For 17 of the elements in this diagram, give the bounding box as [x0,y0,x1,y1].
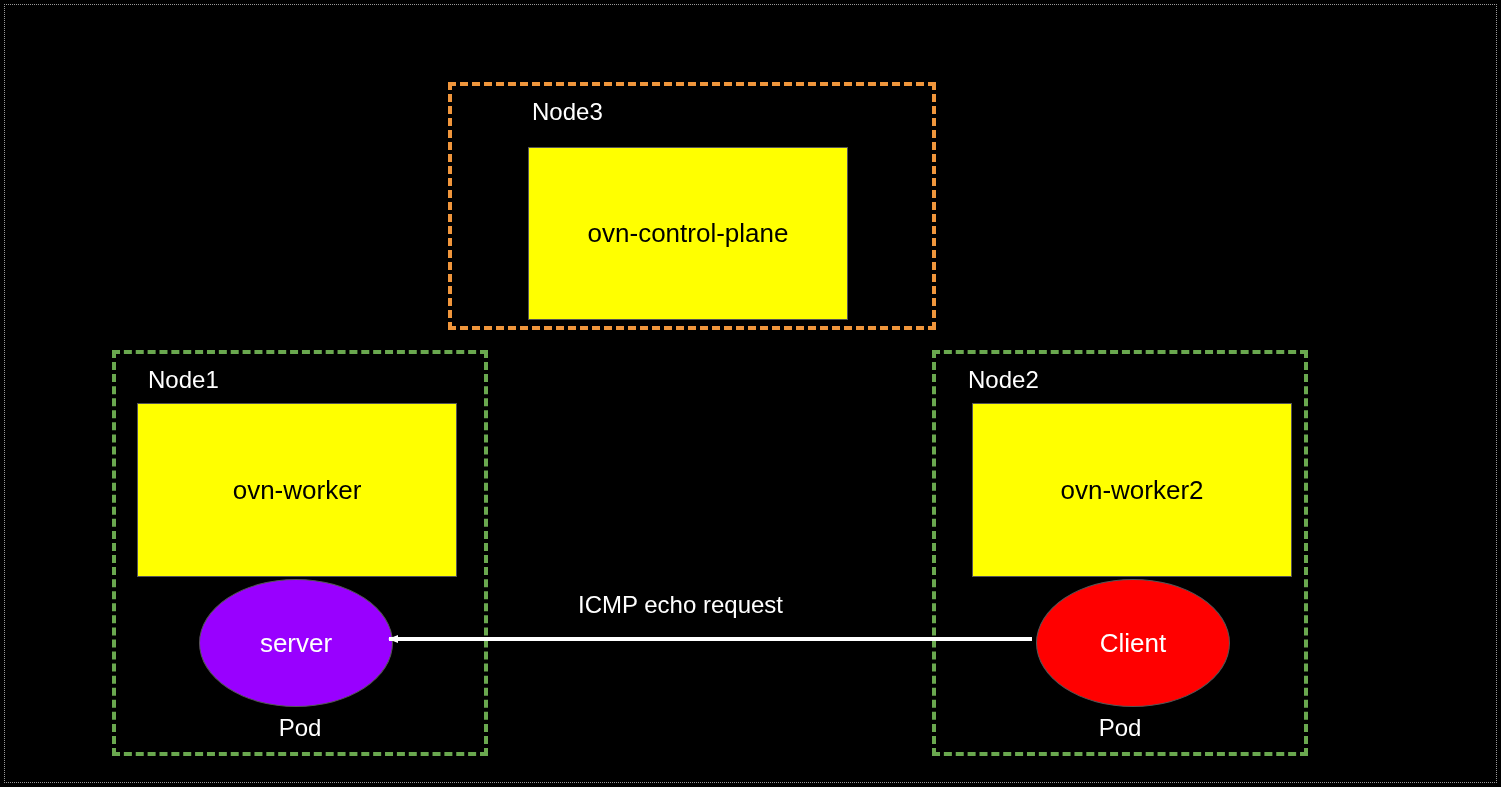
arrow [388,635,1032,643]
host-name: ovn-worker2 [1060,473,1204,507]
dashed-node-frame [932,350,1308,756]
host-box [972,403,1292,577]
pod-name: server [259,626,333,660]
host-name: ovn-control-plane [587,217,789,250]
host-box [137,403,457,577]
pod-name: Client [1099,626,1167,660]
node-title: Node1 [148,365,219,395]
node-title: Node3 [532,97,603,127]
host-box [528,147,848,320]
dashed-node-frame [448,82,936,330]
node-title: Node2 [968,365,1039,395]
dashed-node-frame [112,350,488,756]
pod-label: Pod [277,713,323,743]
pod-label: Pod [1097,713,1143,743]
host-name: ovn-worker [232,473,362,507]
